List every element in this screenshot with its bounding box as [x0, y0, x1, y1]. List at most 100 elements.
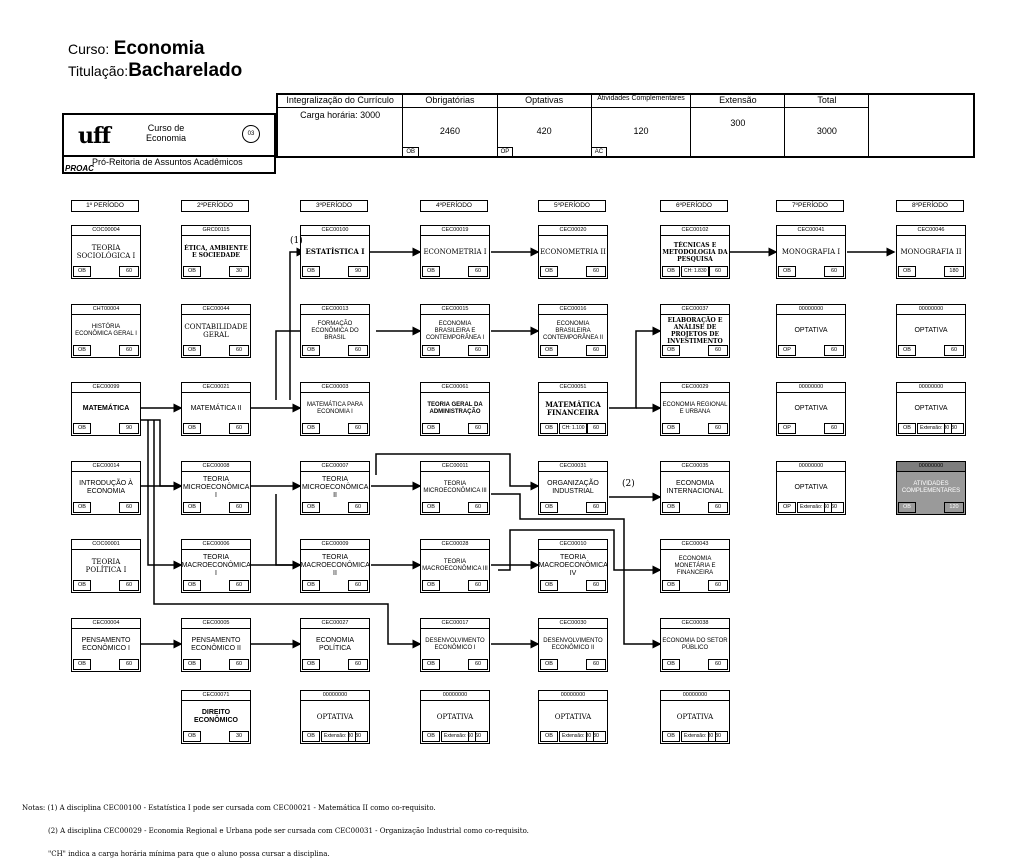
course-title: PENSAMENTO ECONÔMICO I: [81, 637, 131, 652]
course-type: OB: [662, 580, 680, 591]
course-hours: 60: [824, 502, 844, 513]
period-header-5: 5ºPERÍODO: [538, 200, 606, 212]
course-code: 00000000: [301, 691, 369, 701]
course-type: OB: [422, 502, 440, 513]
period-header-2: 2ºPERÍODO: [181, 200, 249, 212]
course-type: OB: [302, 266, 320, 277]
course-title: TEORIA MICROECONÔMICA II: [301, 476, 369, 499]
value-extensao: 300: [730, 118, 746, 128]
course-code: CEC00005: [182, 619, 250, 629]
course-title: ECONOMIA MONETÁRIA E FINANCEIRA: [674, 555, 716, 576]
course-title: TEORIA MACROECONÔMICA II: [300, 554, 370, 577]
course-hours: 60: [468, 423, 488, 434]
annotation-1: (1): [290, 236, 303, 246]
carga-horaria: Carga horária: 3000: [300, 110, 381, 120]
course-type: OP: [778, 423, 796, 434]
course-hours: 60: [708, 266, 728, 277]
course-hours: 60: [586, 345, 606, 356]
value-cell-extensao: 300: [690, 107, 786, 158]
course-title: ORGANIZAÇÃO INDUSTRIAL: [547, 480, 599, 495]
course-hours: 60: [348, 502, 368, 513]
course-type: OB: [302, 731, 320, 742]
course-type: OB: [422, 345, 440, 356]
course-title: ECONOMIA POLÍTICA: [315, 637, 355, 652]
course-hours: 30: [944, 423, 964, 434]
course-code: CEC00044: [182, 305, 250, 315]
course-hours: 60: [708, 659, 728, 670]
course-title: ECONOMIA REGIONAL E URBANA: [662, 402, 728, 415]
course-title: CONTABILIDADE GERAL: [184, 323, 248, 339]
course-type: OB: [302, 502, 320, 513]
course-code: CEC00061: [421, 383, 489, 393]
course-hours: 60: [708, 580, 728, 591]
course-code: CEC00017: [421, 619, 489, 629]
course-code: CEC00046: [897, 226, 965, 236]
course-code: CEC00003: [301, 383, 369, 393]
course-title: DIREITO ECONÔMICO: [194, 709, 238, 724]
integralizacao-table: Integralização do Currículo Obrigatórias…: [276, 93, 975, 158]
course-code: 00000000: [777, 462, 845, 472]
course-code: CEC00006: [182, 540, 250, 550]
course-title: TÉCNICAS E METODOLOGIA DA PESQUISA: [662, 241, 728, 263]
course-title: ESTATÍSTICA I: [305, 247, 365, 256]
course-code: CEC00010: [539, 540, 607, 550]
course-hours: 60: [824, 266, 844, 277]
course-title: TEORIA MICROECONÔMICA III: [423, 481, 487, 494]
course-number-badge: 03: [242, 125, 260, 143]
period-header-8: 8ºPERÍODO: [896, 200, 964, 212]
tag-ob: OB: [403, 147, 419, 156]
course-code: CEC00030: [539, 619, 607, 629]
titulacao-label: Titulação:: [68, 63, 129, 79]
course-title: MATEMÁTICA FINANCEIRA: [545, 400, 601, 417]
